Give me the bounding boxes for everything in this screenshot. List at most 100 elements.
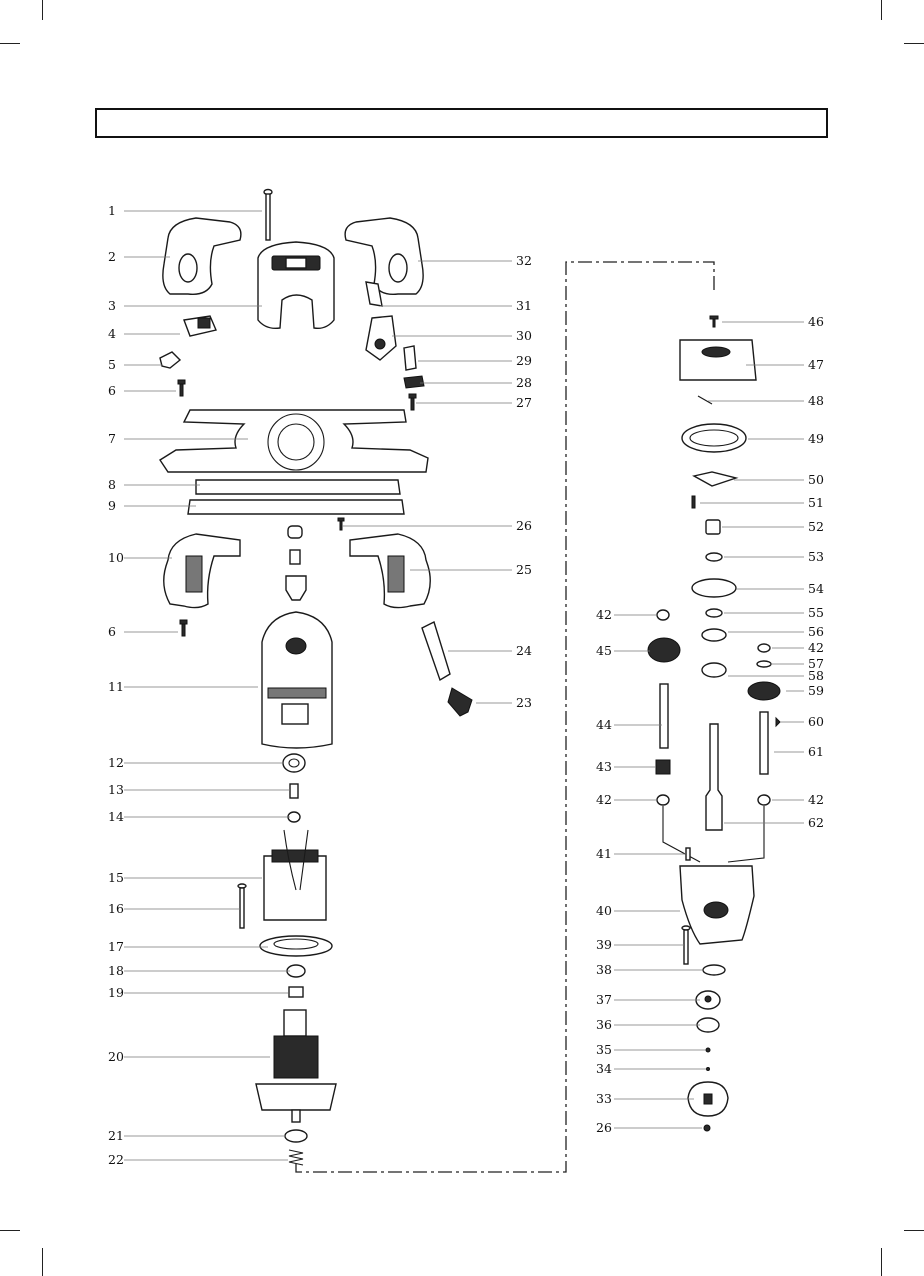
- callout-number: 30: [516, 328, 532, 343]
- part-50: [694, 472, 736, 486]
- part-48: [698, 396, 712, 404]
- callout-32: 32: [418, 253, 532, 268]
- callout-52: 52: [722, 519, 824, 534]
- callout-number: 16: [108, 901, 124, 916]
- callout-42: 42: [772, 640, 824, 655]
- callout-number: 25: [516, 562, 532, 577]
- callout-number: 50: [808, 472, 824, 487]
- callout-number: 60: [808, 714, 824, 729]
- part-35: [706, 1048, 710, 1052]
- callout-number: 24: [516, 643, 532, 658]
- callout-number: 13: [108, 782, 124, 797]
- part-screw-26: [338, 518, 344, 530]
- part-brush: [290, 550, 300, 564]
- part-rail-9: [188, 500, 404, 514]
- part-54: [692, 579, 736, 597]
- callout-40: 40: [596, 903, 680, 918]
- callout-number: 36: [596, 1017, 612, 1032]
- callout-51: 51: [700, 495, 824, 510]
- callout-number: 51: [808, 495, 824, 510]
- callout-14: 14: [108, 809, 290, 824]
- callout-number: 9: [108, 498, 116, 513]
- callout-number: 44: [596, 717, 612, 732]
- part-screw-16: [238, 884, 246, 928]
- callout-18: 18: [108, 963, 290, 978]
- callout-45: 45: [596, 643, 650, 658]
- callout-number: 34: [596, 1061, 612, 1076]
- callout-19: 19: [108, 985, 288, 1000]
- callout-43: 43: [596, 759, 656, 774]
- callout-24: 24: [448, 643, 532, 658]
- callout-55: 55: [724, 605, 824, 620]
- callout-number: 49: [808, 431, 824, 446]
- callout-number: 62: [808, 815, 824, 830]
- callout-50: 50: [734, 472, 824, 487]
- callout-58: 58: [728, 668, 824, 683]
- part-gear-cover: [680, 340, 756, 380]
- callout-49: 49: [748, 431, 824, 446]
- part-42a: [657, 610, 669, 620]
- callout-29: 29: [418, 353, 532, 368]
- part-bearing-21: [285, 1130, 307, 1142]
- callout-9: 9: [108, 498, 196, 513]
- callout-number: 28: [516, 375, 532, 390]
- callout-2: 2: [108, 249, 170, 264]
- callout-42: 42: [772, 792, 824, 807]
- callout-3: 3: [108, 298, 262, 313]
- callout-number: 54: [808, 581, 824, 596]
- callout-16: 16: [108, 901, 240, 916]
- callout-34: 34: [596, 1061, 706, 1076]
- callout-42: 42: [596, 792, 658, 807]
- callout-number: 21: [108, 1128, 124, 1143]
- callout-39: 39: [596, 937, 684, 952]
- part-41: [686, 848, 690, 860]
- callout-number: 10: [108, 550, 124, 565]
- part-top-cover: [258, 242, 334, 328]
- callout-number: 20: [108, 1049, 124, 1064]
- part-clip: [160, 352, 180, 368]
- callout-17: 17: [108, 939, 268, 954]
- callout-number: 1: [108, 203, 116, 218]
- callout-number: 4: [108, 326, 116, 341]
- part-armature-commutator: [284, 1010, 306, 1036]
- callout-6: 6: [108, 624, 178, 639]
- part-cable-plug: [448, 688, 472, 716]
- part-56: [702, 629, 726, 641]
- callout-number: 42: [596, 607, 612, 622]
- part-53: [706, 553, 722, 561]
- callout-10: 10: [108, 550, 172, 565]
- part-43: [656, 760, 670, 774]
- connection-line: [296, 262, 714, 1172]
- callout-48: 48: [708, 393, 824, 408]
- callout-22: 22: [108, 1152, 288, 1167]
- part-49: [682, 424, 746, 452]
- callout-1: 1: [108, 203, 262, 218]
- callout-61: 61: [774, 744, 824, 759]
- callout-number: 15: [108, 870, 124, 885]
- part-42b: [657, 795, 669, 805]
- part-shaft-44: [660, 684, 668, 748]
- callout-number: 47: [808, 357, 824, 372]
- callout-number: 45: [596, 643, 612, 658]
- part-base-plate: [160, 410, 428, 472]
- assembly-line-right: [728, 806, 764, 862]
- part-screw-27: [409, 394, 416, 410]
- callout-26: 26: [596, 1120, 702, 1135]
- part-screw-26b: [704, 1125, 710, 1131]
- part-gear-59: [748, 682, 780, 700]
- callout-11: 11: [108, 679, 258, 694]
- callout-42: 42: [596, 607, 658, 622]
- callout-number: 26: [516, 518, 532, 533]
- part-55: [706, 609, 722, 617]
- callout-number: 6: [108, 383, 116, 398]
- callout-number: 7: [108, 431, 116, 446]
- part-screw-long: [264, 190, 272, 241]
- part-34: [707, 1068, 710, 1071]
- part-shaft-61: [760, 712, 768, 774]
- callout-number: 27: [516, 395, 532, 410]
- callout-number: 6: [108, 624, 116, 639]
- callout-30: 30: [392, 328, 532, 343]
- part-51: [692, 496, 695, 508]
- callout-59: 59: [786, 683, 824, 698]
